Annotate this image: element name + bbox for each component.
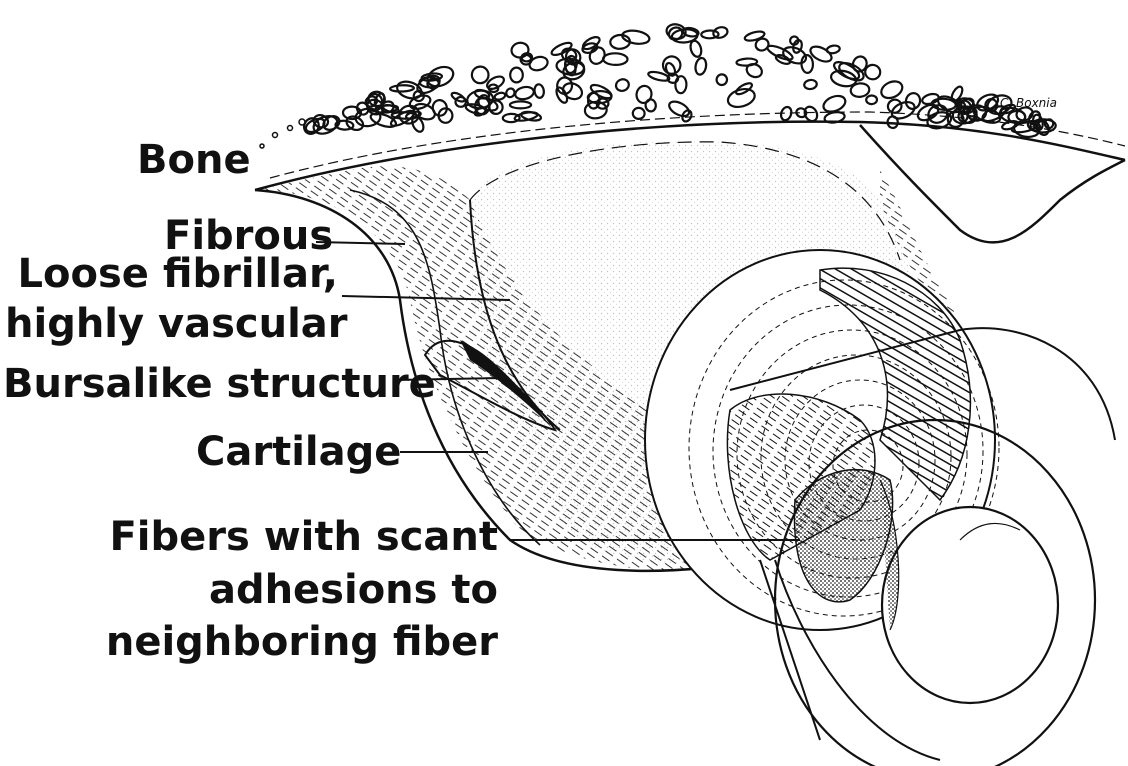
label-fibers-line1: Fibers with scant <box>0 515 498 559</box>
label-bursalike: Bursalike structure <box>3 362 436 406</box>
label-fibers-line3: neighboring fiber <box>0 620 498 664</box>
label-loose-line2: highly vascular <box>5 302 338 346</box>
label-loose-line1: Loose fibrillar, <box>5 252 338 296</box>
label-cartilage: Cartilage <box>196 430 401 474</box>
label-fibers-line2: adhesions to <box>0 568 498 612</box>
label-bone: Bone <box>137 138 251 182</box>
artist-signature: C. Boxnia <box>1000 96 1057 110</box>
